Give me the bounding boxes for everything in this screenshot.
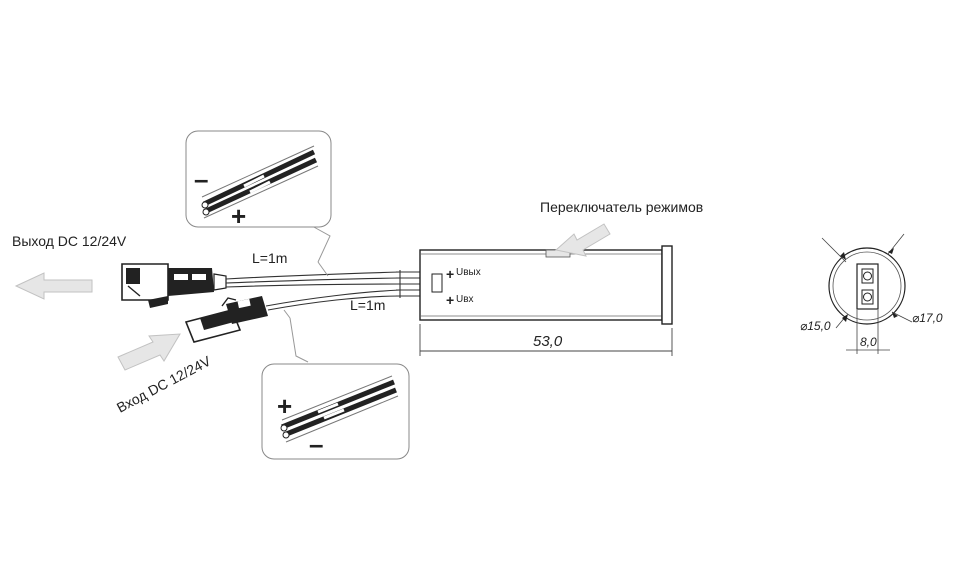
sensor-body xyxy=(419,245,673,325)
u-out-label: Uвых xyxy=(456,267,481,278)
input-arrow-icon xyxy=(117,333,181,371)
length-value: 53,0 xyxy=(533,333,563,350)
end-view-dia-outer: ⌀17,0 xyxy=(912,311,943,325)
end-view-dia-inner: ⌀15,0 xyxy=(800,319,831,333)
u-out-sign: + xyxy=(446,266,454,282)
output-arrow-icon xyxy=(14,272,93,300)
end-view-width: 8,0 xyxy=(860,335,877,349)
callout-top xyxy=(185,130,332,277)
output-connector xyxy=(121,263,227,308)
callout-top-minus: – xyxy=(194,164,208,194)
length-dimension xyxy=(419,324,673,356)
callout-bottom-minus: – xyxy=(309,429,323,459)
output-label: Выход DC 12/24V xyxy=(12,233,127,249)
end-view xyxy=(821,233,913,354)
callout-bottom-plus: + xyxy=(277,391,292,421)
cable-bundle xyxy=(396,270,420,298)
output-cable xyxy=(225,271,401,288)
input-cable-length: L=1m xyxy=(350,297,385,313)
u-in-label: Uвх xyxy=(456,294,474,305)
output-cable-length: L=1m xyxy=(252,250,287,266)
switch-label: Переключатель режимов xyxy=(540,199,703,215)
input-cable xyxy=(265,289,401,311)
callout-top-plus: + xyxy=(231,201,246,231)
u-in-sign: + xyxy=(446,292,454,308)
input-connector xyxy=(184,296,268,343)
callout-bottom xyxy=(261,309,410,460)
switch-arrow-icon xyxy=(554,223,611,257)
